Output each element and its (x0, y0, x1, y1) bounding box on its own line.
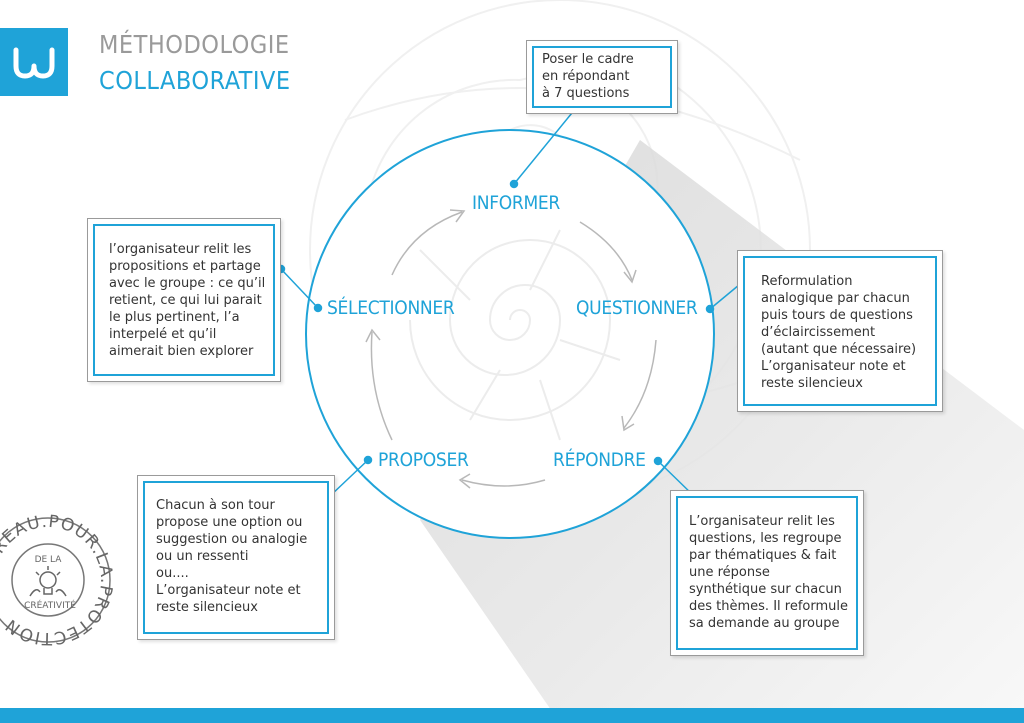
shell-spiral-icon (409, 229, 621, 441)
box-repondre-text: L’organisateur relit les questions, les … (689, 514, 848, 631)
box-proposer: Chacun à son tour propose une option ou … (137, 475, 335, 640)
box-questionner: Reformulation analogique par chacun puis… (737, 250, 943, 412)
arrow-informer-to-questionner (579, 221, 633, 281)
creativity-stamp (0, 517, 111, 643)
step-informer: INFORMER (472, 192, 561, 214)
step-proposer: PROPOSER (378, 449, 469, 471)
lightbulb-hands-icon (29, 566, 67, 597)
cycle-circle (305, 129, 715, 539)
arrow-selectionner-to-informer (391, 211, 463, 276)
box-proposer-text: Chacun à son tour propose une option ou … (156, 498, 308, 615)
stamp-de-la: DE LA (35, 555, 63, 565)
page-title-line2: COLLABORATIVE (99, 66, 291, 95)
arrow-questionner-to-repondre (623, 339, 657, 429)
step-repondre: RÉPONDRE (553, 449, 646, 471)
box-informer-text: Poser le cadre en répondant à 7 question… (542, 52, 634, 101)
box-selectionner: l’organisateur relit les propositions et… (87, 218, 281, 382)
arrow-proposer-to-selectionner (370, 331, 393, 441)
stamp-creativite: CRÉATIVITÉ (24, 599, 76, 611)
box-repondre: L’organisateur relit les questions, les … (670, 490, 864, 656)
step-questionner: QUESTIONNER (576, 297, 698, 319)
step-selectionner: SÉLECTIONNER (327, 297, 455, 319)
page-title-line1: MÉTHODOLOGIE (99, 30, 290, 59)
stamp-ring-text: BUREAU.POUR.LA.PROTECTION (0, 512, 116, 648)
w-letter-logo-icon (0, 28, 68, 96)
box-informer: Poser le cadre en répondant à 7 question… (526, 40, 678, 114)
bottom-accent-bar (0, 708, 1024, 723)
box-selectionner-text: l’organisateur relit les propositions et… (109, 242, 266, 359)
box-questionner-text: Reformulation analogique par chacun puis… (761, 274, 917, 391)
arrow-repondre-to-proposer (461, 479, 546, 487)
cycle-arrows (365, 209, 657, 489)
